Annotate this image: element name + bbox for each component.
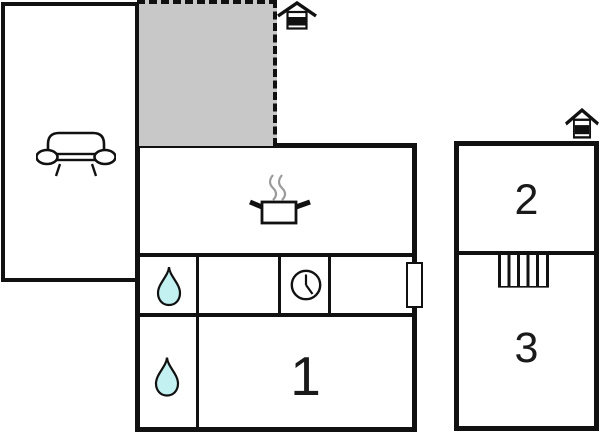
entrance-icon: [277, 1, 317, 30]
inner-wall: [137, 253, 415, 257]
room-2-label: 2: [514, 176, 539, 224]
room-3-label: 3: [514, 324, 539, 372]
water-drop-icon: [153, 355, 181, 398]
terrace-area: [137, 0, 277, 146]
inner-wall: [457, 251, 597, 255]
entrance-icon: [565, 108, 599, 139]
water-drop-icon: [155, 265, 183, 307]
inner-wall: [196, 253, 199, 430]
inner-wall: [328, 253, 331, 315]
clock-icon: [288, 267, 324, 303]
stairs-icon: [498, 255, 549, 288]
sofa-icon: [36, 128, 116, 178]
inner-wall: [278, 253, 281, 315]
inner-wall: [137, 313, 415, 317]
steam-icon: [268, 174, 287, 201]
cooking-pot-icon: [248, 174, 312, 226]
room-1-label: 1: [290, 344, 321, 407]
door-icon: [406, 262, 423, 308]
